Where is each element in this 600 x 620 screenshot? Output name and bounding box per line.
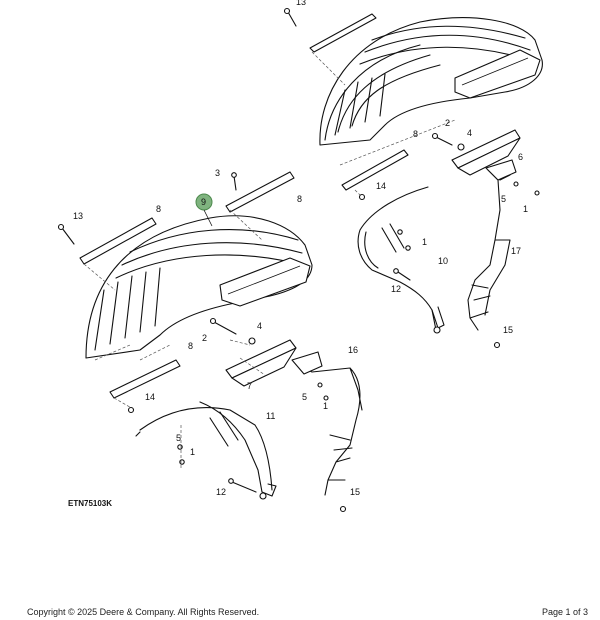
callout-1-upper: 1 (523, 204, 528, 214)
callout-7: 7 (247, 381, 252, 391)
callout-12-lower: 12 (216, 487, 226, 497)
lower-fender-ribs (115, 229, 307, 279)
callout-14-lower: 14 (145, 392, 155, 402)
lower-fender-top-plate (219, 257, 311, 307)
callout-1-mid: 1 (422, 237, 427, 247)
lower-bolt-2 (213, 321, 237, 335)
callout-1-lower: 1 (190, 447, 195, 457)
callout-labels: 13 8 2 4 6 8 3 14 5 1 17 13 8 1 10 12 15… (73, 0, 528, 497)
svg-text:9: 9 (201, 197, 206, 207)
callout-17: 17 (511, 246, 521, 256)
copyright-text: Copyright © 2025 Deere & Company. All Ri… (27, 607, 260, 617)
upper-bolt-2 (435, 136, 453, 146)
callout-9-highlight[interactable]: 9 (195, 193, 213, 211)
callout-14-upper: 14 (376, 181, 386, 191)
lower-bar-8-left (79, 217, 157, 265)
upper-bar-8 (309, 13, 377, 53)
callout-11: 11 (266, 411, 275, 421)
lower-bolt-3 (233, 175, 237, 191)
callout-16: 16 (348, 345, 358, 355)
callout-5-lower: 5 (176, 433, 181, 443)
callout-13-top: 13 (296, 0, 306, 7)
lower-bar-8-low (109, 359, 181, 399)
callout-12-upper: 12 (391, 284, 401, 294)
upper-support-17 (467, 169, 511, 331)
lower-bolt-13 (61, 227, 75, 245)
lower-fender-assembly (57, 171, 363, 513)
lower-fender-shell (85, 215, 313, 359)
callout-5-upper: 5 (501, 194, 506, 204)
callout-4-lower: 4 (257, 321, 262, 331)
fender-parts-diagram: 13 8 2 4 6 8 3 14 5 1 17 13 8 1 10 12 15… (57, 0, 543, 513)
callout-15-lower: 15 (350, 487, 360, 497)
callout-10: 10 (438, 256, 448, 266)
callout-8-right: 8 (297, 194, 302, 204)
figure-code: ETN75103K (68, 499, 113, 508)
callout-13-lower: 13 (73, 211, 83, 221)
callout-4-upper: 4 (467, 128, 472, 138)
upper-bar-8-mid (341, 149, 409, 191)
page-footer: Copyright © 2025 Deere & Company. All Ri… (0, 603, 600, 620)
callout-8-lower-left: 8 (156, 204, 161, 214)
upper-fender-assembly (283, 7, 543, 349)
upper-rod-10 (357, 186, 437, 331)
upper-bolt-13 (287, 11, 297, 27)
callout-1-lower-mid: 1 (323, 401, 328, 411)
callout-15-upper: 15 (503, 325, 513, 335)
callout-8-lower: 8 (188, 341, 193, 351)
lower-rod-11 (135, 401, 273, 493)
callout-5-lower-mid: 5 (302, 392, 307, 402)
lower-bar-8-right (225, 171, 295, 213)
callout-6-upper: 6 (518, 152, 523, 162)
callout-8-upper: 8 (413, 129, 418, 139)
lower-support-16 (297, 364, 363, 496)
callout-3: 3 (215, 168, 220, 178)
callout-2-lower: 2 (202, 333, 207, 343)
page-indicator: Page 1 of 3 (541, 607, 588, 617)
callout-2-upper: 2 (445, 118, 450, 128)
